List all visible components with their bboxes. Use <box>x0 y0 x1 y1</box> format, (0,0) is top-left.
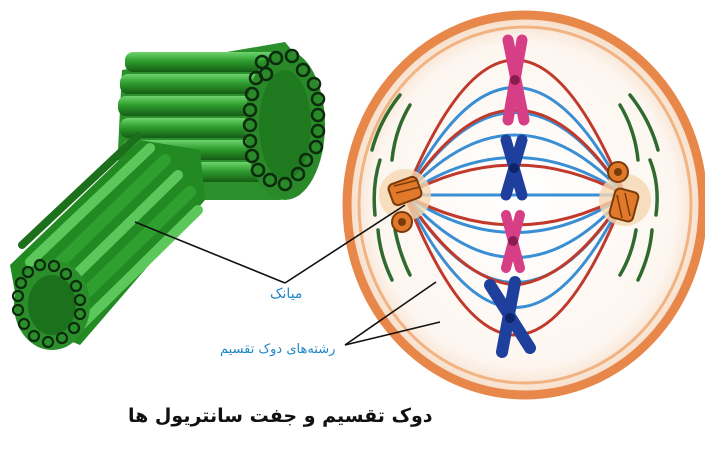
centriole-pair-illustration <box>10 42 325 350</box>
figure-caption: دوک تقسیم و جفت سانتریول ها <box>128 405 433 427</box>
centriole-diagonal <box>10 136 205 350</box>
centriole-label: میانک <box>270 286 302 302</box>
spindle-fibers-label: رشته‌های دوک تقسیم <box>220 342 335 357</box>
